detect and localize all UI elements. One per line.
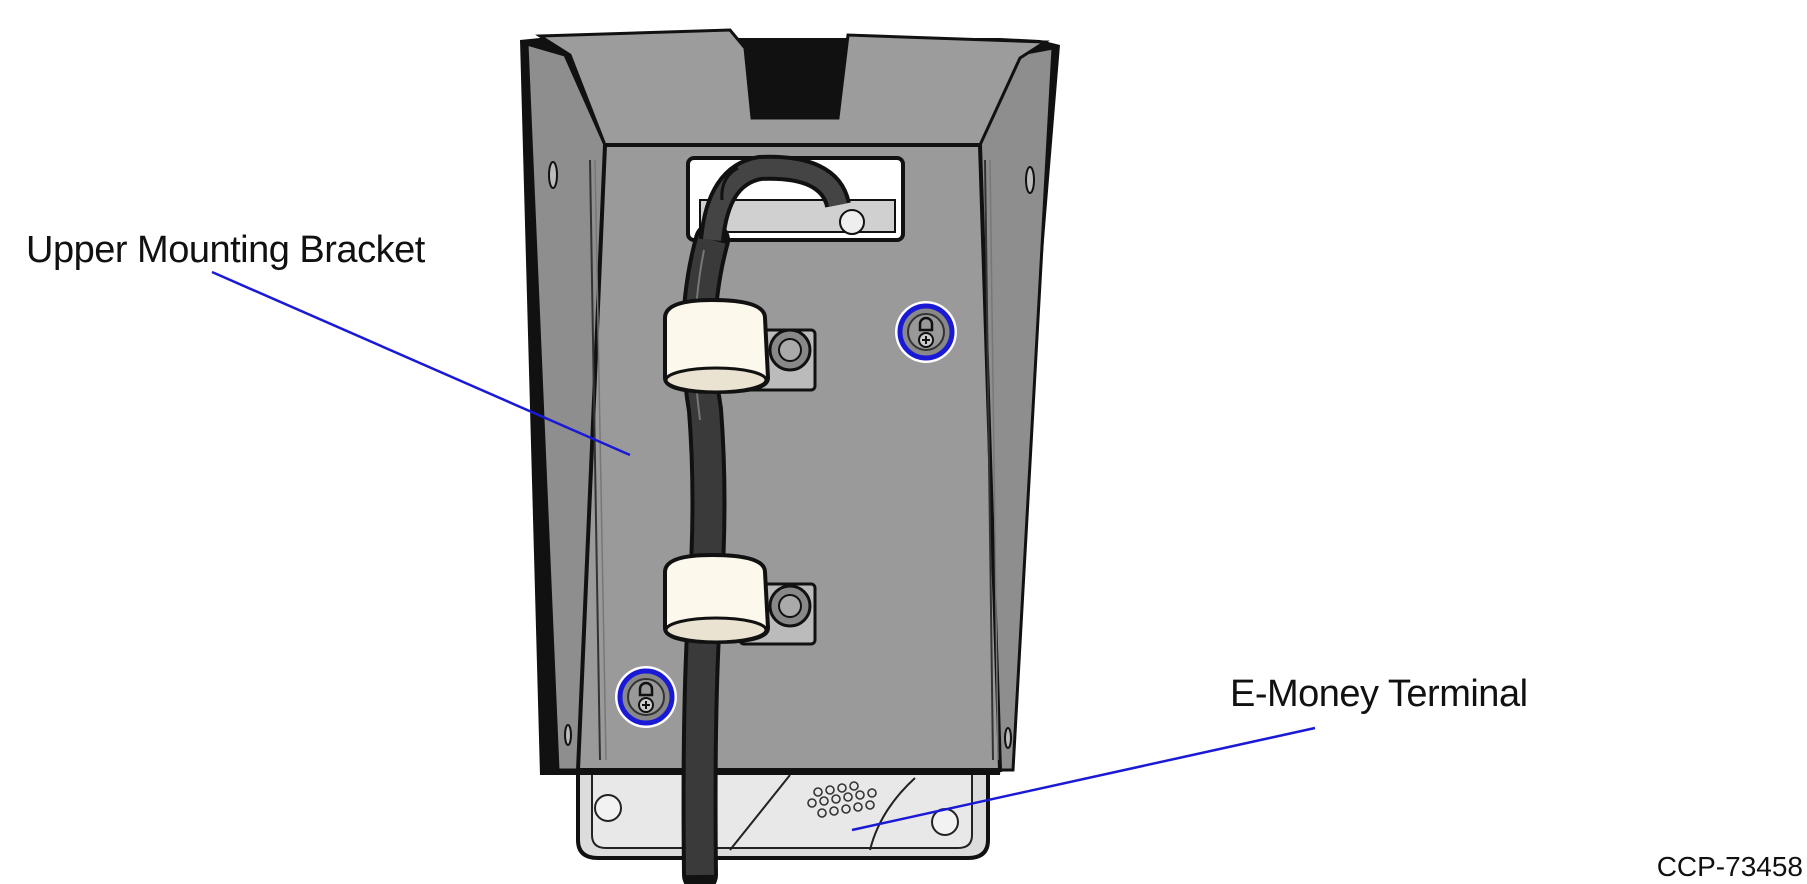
leader-line-bracket <box>211 270 631 457</box>
upper-mounting-bracket <box>520 28 1060 775</box>
cable-clip-upper <box>663 297 817 395</box>
speaker-holes <box>807 781 877 818</box>
callout-label-terminal: E-Money Terminal <box>1230 673 1528 715</box>
callout-label-upper-bracket: Upper Mounting Bracket <box>26 229 426 271</box>
mounting-screw-upper <box>895 301 957 363</box>
leader-line-terminal <box>851 726 1316 832</box>
mounting-screw-lower <box>615 666 677 728</box>
callout-terminal: E-Money Terminal <box>851 673 1528 832</box>
callout-upper-bracket: Upper Mounting Bracket <box>26 229 631 457</box>
figure-id: CCP-73458 <box>1657 851 1803 882</box>
cable-clip-lower <box>663 552 817 646</box>
